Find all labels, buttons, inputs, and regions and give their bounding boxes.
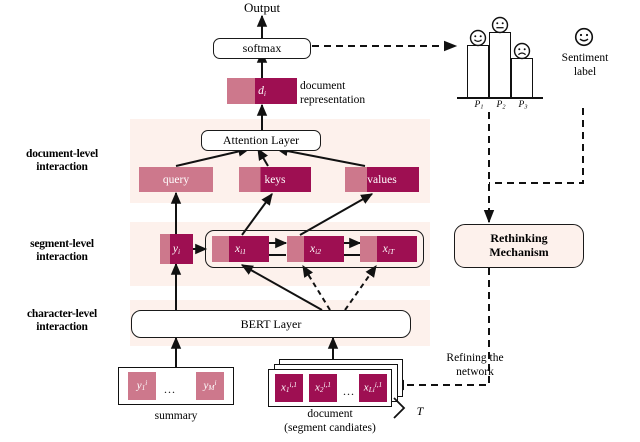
sentiment-label-caption: Sentiment label bbox=[545, 52, 625, 80]
bar-p3 bbox=[511, 58, 533, 98]
segment-cell-1-label: xi1 bbox=[234, 242, 246, 256]
stack-brace-icon bbox=[393, 397, 406, 419]
segment-cell-t-label: xiT bbox=[382, 242, 395, 256]
rethinking-line-1: Rethinking bbox=[490, 231, 548, 246]
document-token-2-label: x2i,1 bbox=[315, 381, 331, 395]
segment-cell-1[interactable]: xi1 bbox=[212, 236, 269, 262]
refining-the-network-label: Refining the network bbox=[420, 352, 530, 380]
summary-token-1-label: y1i bbox=[136, 379, 148, 393]
segment-cell-t[interactable]: xiT bbox=[360, 236, 417, 262]
summary-token-m[interactable]: yMi bbox=[196, 372, 224, 400]
label-line-2: interaction bbox=[36, 251, 88, 264]
document-representation-caption: document representation bbox=[300, 80, 430, 108]
keys-cell[interactable]: keys bbox=[239, 167, 311, 192]
probability-histogram: P1 P2 P3 bbox=[455, 16, 545, 113]
label-line-2: interaction bbox=[36, 161, 88, 174]
document-representation-cell-label: di bbox=[258, 84, 266, 98]
segment-cell-2-label: xi2 bbox=[309, 242, 321, 256]
summary-token-1[interactable]: y1i bbox=[128, 372, 156, 400]
refining-line-2: network bbox=[456, 365, 494, 378]
values-cell-label: values bbox=[367, 173, 397, 186]
segment-y-cell-label: yi bbox=[172, 242, 181, 256]
sad-face-icon bbox=[513, 42, 531, 60]
query-cell-label: query bbox=[162, 173, 190, 186]
document-token-l[interactable]: xLii,1 bbox=[359, 374, 387, 402]
tick-label-p2: P2 bbox=[496, 100, 506, 111]
sentiment-line-2: label bbox=[573, 65, 597, 78]
summary-ellipsis: ... bbox=[164, 382, 176, 396]
document-token-l-label: xLii,1 bbox=[363, 381, 383, 395]
document-stack-count: T bbox=[416, 404, 424, 418]
caption-line-1: document bbox=[307, 408, 353, 420]
label-line-1: segment-level bbox=[30, 238, 94, 250]
document-caption: document (segment candiates) bbox=[270, 408, 390, 436]
summary-token-m-label: yMi bbox=[203, 379, 217, 393]
bar-p2 bbox=[489, 32, 511, 98]
document-representation-cell[interactable]: di bbox=[227, 78, 297, 104]
sentiment-line-1: Sentiment bbox=[561, 52, 609, 64]
query-cell[interactable]: query bbox=[139, 167, 213, 192]
document-token-2[interactable]: x2i,1 bbox=[309, 374, 337, 402]
caption-line-1: document bbox=[300, 80, 346, 92]
rethinking-mechanism-node[interactable]: Rethinking Mechanism bbox=[454, 224, 584, 268]
caption-line-2: (segment candiates) bbox=[284, 421, 376, 434]
happy-face-icon bbox=[469, 29, 487, 47]
segment-y-cell[interactable]: yi bbox=[160, 234, 193, 264]
bar-p1 bbox=[467, 45, 489, 98]
tick-label-p1: P1 bbox=[474, 100, 484, 111]
document-ellipsis: ... bbox=[343, 384, 355, 398]
keys-cell-label: keys bbox=[264, 173, 286, 186]
output-label: Output bbox=[243, 0, 281, 15]
summary-caption: summary bbox=[154, 410, 198, 422]
label-segment-level-interaction: segment-level interaction bbox=[0, 238, 124, 264]
refining-line-1: Refining the bbox=[446, 352, 504, 364]
segment-cell-2[interactable]: xi2 bbox=[287, 236, 344, 262]
label-line-1: character-level bbox=[27, 308, 97, 320]
label-line-2: interaction bbox=[36, 321, 88, 334]
document-token-1[interactable]: x1i,1 bbox=[275, 374, 303, 402]
tick-label-p3: P3 bbox=[518, 100, 528, 111]
label-line-1: document-level bbox=[26, 148, 98, 160]
sentiment-label-face-icon bbox=[574, 27, 594, 47]
label-document-level-interaction: document-level interaction bbox=[0, 148, 124, 174]
caption-line-2: representation bbox=[300, 93, 366, 106]
label-character-level-interaction: character-level interaction bbox=[0, 308, 124, 334]
document-token-1-label: x1i,1 bbox=[281, 381, 297, 395]
rethinking-line-2: Mechanism bbox=[489, 245, 549, 259]
bert-layer-node[interactable]: BERT Layer bbox=[131, 310, 411, 338]
neutral-face-icon bbox=[491, 16, 509, 34]
softmax-node[interactable]: softmax bbox=[213, 38, 311, 59]
values-cell[interactable]: values bbox=[345, 167, 419, 192]
segment-chain-container bbox=[205, 230, 424, 268]
histogram-baseline bbox=[457, 97, 543, 99]
attention-layer-node[interactable]: Attention Layer bbox=[201, 130, 321, 151]
